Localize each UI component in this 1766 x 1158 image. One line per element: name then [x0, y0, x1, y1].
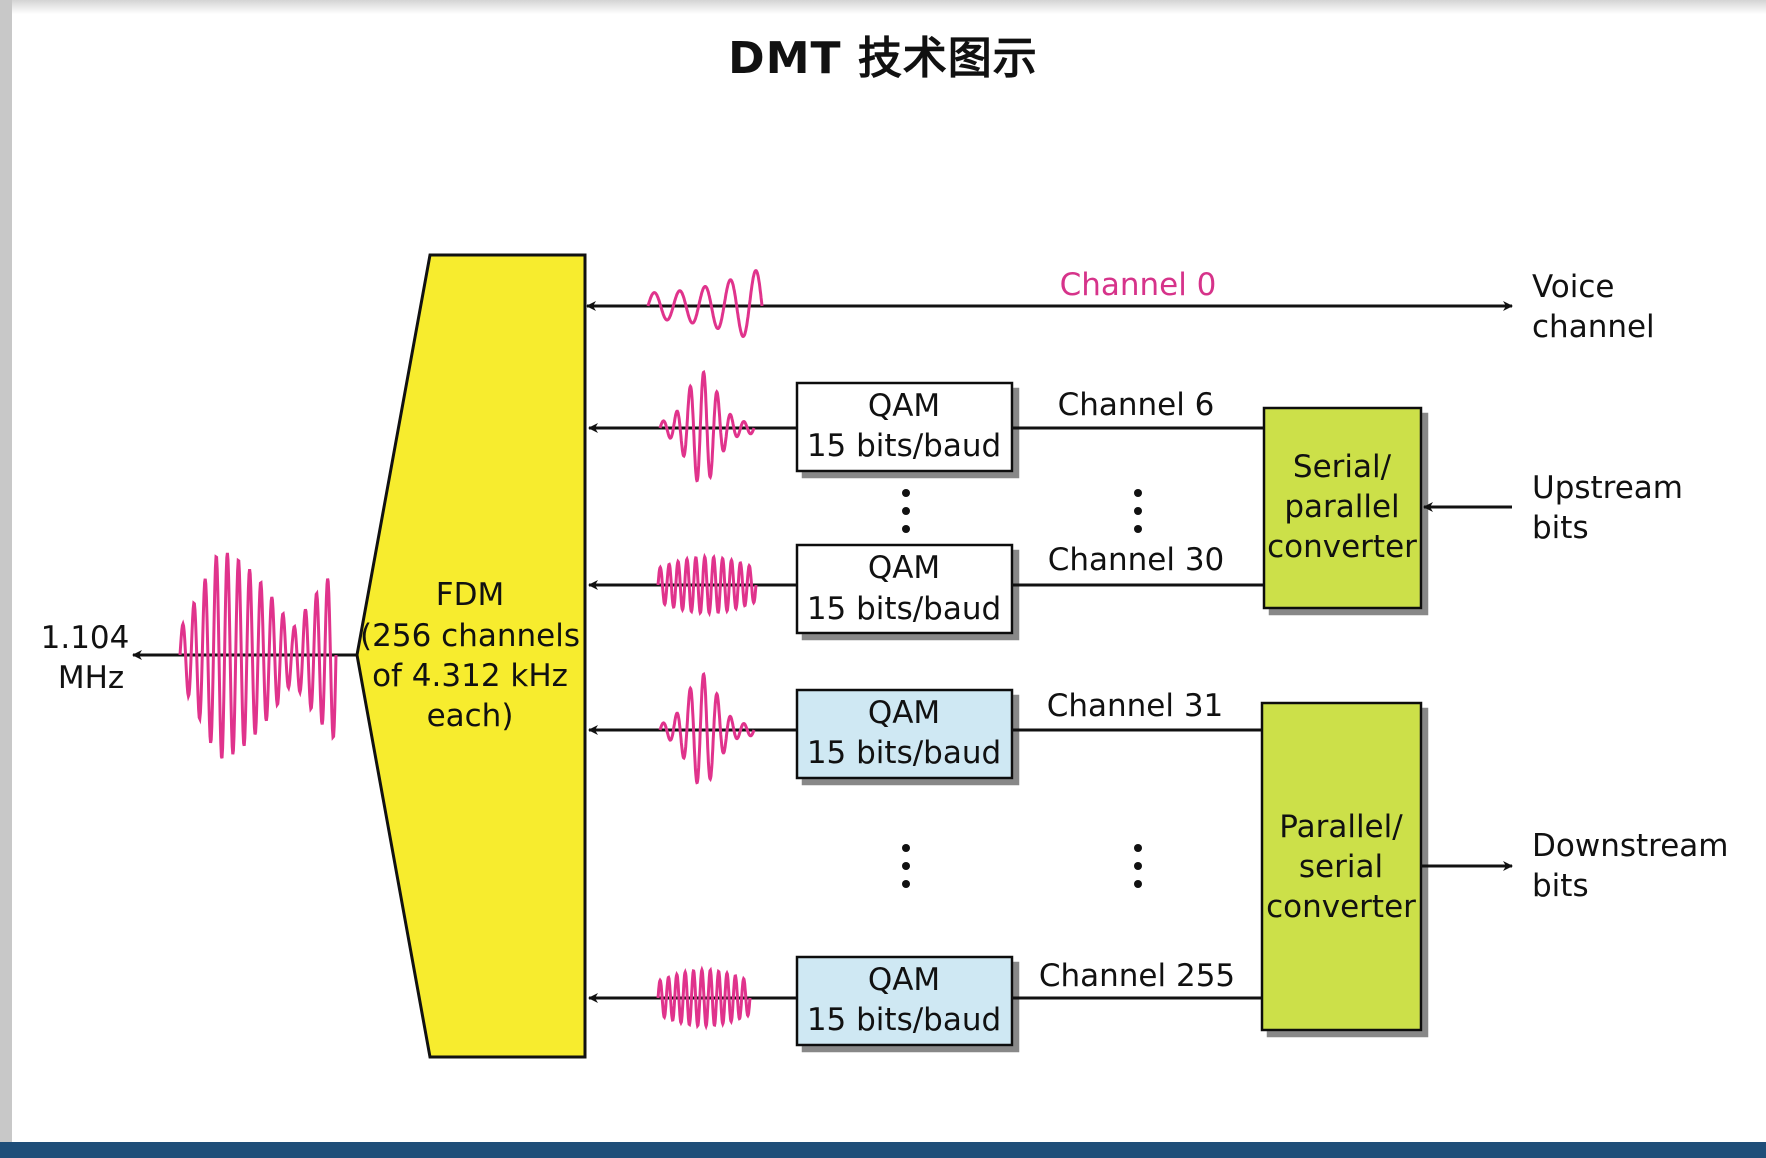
downstream-bits-label-line: bits — [1532, 868, 1589, 904]
slide-top-edge — [0, 0, 1766, 14]
qam-box-channel-255: QAM 15 bits/baud — [795, 955, 1014, 1047]
voice-channel-label-line: Voice — [1532, 269, 1615, 305]
slide-bottom-bar — [0, 1142, 1766, 1158]
channel-30-waveform — [656, 552, 758, 618]
downstream-bits-label-line: Downstream — [1532, 828, 1728, 864]
channel-255-label: Channel 255 — [1039, 958, 1235, 994]
ellipsis-upstream-channels — [1134, 489, 1142, 533]
channel-31-waveform — [658, 671, 756, 785]
fdm-label-line: (256 channels — [360, 618, 580, 654]
converter-label-line: Serial/ — [1293, 449, 1392, 485]
qam-box-line: QAM — [868, 962, 940, 998]
ellipsis-downstream-qam — [902, 844, 910, 888]
qam-box-channel-30: QAM 15 bits/baud — [795, 543, 1014, 635]
qam-box-line: 15 bits/baud — [807, 1002, 1001, 1038]
qam-box-line: QAM — [868, 550, 940, 586]
upstream-bits-label-line: Upstream — [1532, 470, 1683, 506]
output-label-line: MHz — [58, 660, 124, 696]
qam-box-line: QAM — [868, 695, 940, 731]
qam-box-channel-31: QAM 15 bits/baud — [795, 688, 1014, 780]
fdm-label-line: each) — [427, 698, 514, 734]
converter-label-line: parallel — [1284, 489, 1399, 525]
voice-channel-label: Voice channel — [1532, 269, 1655, 345]
serial-parallel-converter: Serial/ parallel converter — [1262, 406, 1423, 610]
qam-box-line: 15 bits/baud — [807, 735, 1001, 771]
voice-channel-label-line: channel — [1532, 309, 1655, 345]
fdm-block — [355, 253, 587, 1059]
parallel-serial-converter: Parallel/ serial converter — [1260, 701, 1423, 1032]
upstream-bits-label-line: bits — [1532, 510, 1589, 546]
output-waveform — [178, 552, 338, 759]
slide-left-edge — [0, 0, 12, 1158]
channel-31-label: Channel 31 — [1047, 688, 1224, 724]
ellipsis-downstream-channels — [1134, 844, 1142, 888]
downstream-bits-label: Downstream bits — [1532, 828, 1728, 904]
converter-label-line: serial — [1299, 849, 1383, 885]
output-label: 1.104 MHz — [41, 620, 130, 696]
qam-box-channel-6: QAM 15 bits/baud — [795, 381, 1014, 473]
slide-title: DMT 技术图示 — [728, 33, 1038, 84]
channel-30-label: Channel 30 — [1048, 542, 1225, 578]
converter-label-line: converter — [1267, 529, 1417, 565]
fdm-label-line: of 4.312 kHz — [372, 658, 568, 694]
qam-box-line: 15 bits/baud — [807, 428, 1001, 464]
fdm-label-line: FDM — [436, 577, 504, 613]
qam-box-line: QAM — [868, 388, 940, 424]
qam-box-line: 15 bits/baud — [807, 591, 1001, 627]
fdm-label: FDM (256 channels of 4.312 kHz each) — [360, 577, 580, 734]
converter-label-line: Parallel/ — [1279, 809, 1403, 845]
upstream-bits-label: Upstream bits — [1532, 470, 1683, 546]
converter-label-line: converter — [1266, 889, 1416, 925]
channel-0-label: Channel 0 — [1060, 267, 1217, 303]
channel-6-label: Channel 6 — [1058, 387, 1215, 423]
channel-0-waveform — [646, 268, 764, 339]
ellipsis-upstream-qam — [902, 489, 910, 533]
output-label-line: 1.104 — [41, 620, 130, 656]
channel-6-waveform — [658, 369, 756, 483]
channel-255-waveform — [656, 965, 752, 1031]
